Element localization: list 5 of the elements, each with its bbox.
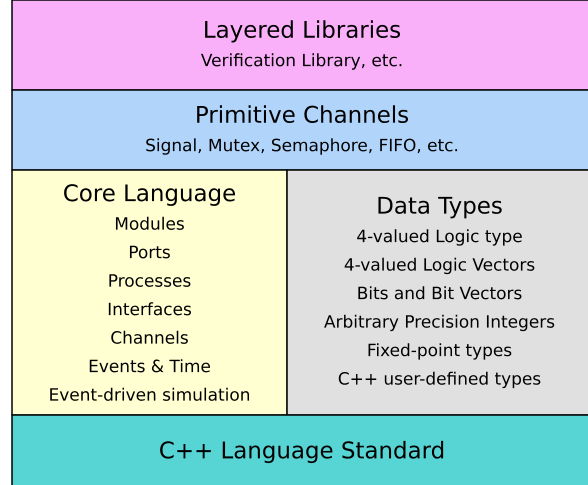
layer-box: Core Language Modules Ports Processes Interfaces Channels Events & Time Event-driven simulation [11,169,288,416]
layer-box: C++ Language Standard [11,414,588,485]
layer-box: Layered Libraries Verification Library, etc. [11,0,588,91]
layer-box: Data Types 4-valued Logic type 4-valued Logic Vectors Bits and Bit Vectors Arbitrary Precision Integers Fixed-point types C++ user-defined types [286,169,588,416]
layer-box: Primitive Channels Signal, Mutex, Semaphore, FIFO, etc. [11,89,588,171]
